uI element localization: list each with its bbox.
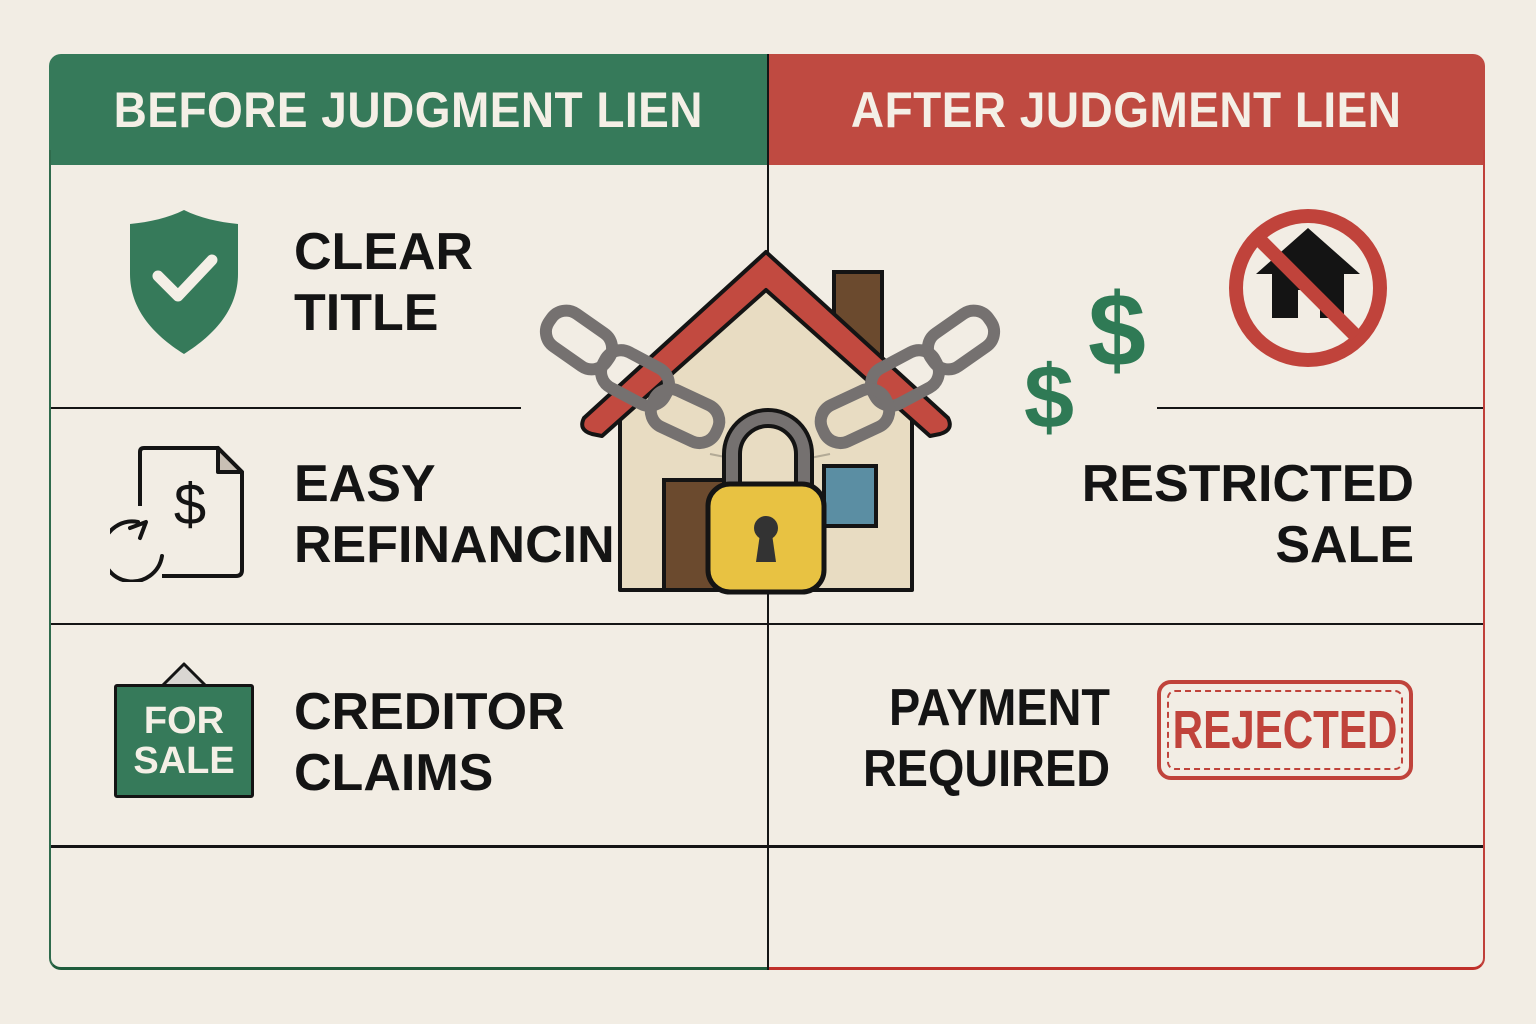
after-header: AFTER JUDGMENT LIEN bbox=[768, 54, 1485, 165]
refinance-document-icon: $ bbox=[110, 446, 244, 582]
shield-check-icon bbox=[130, 210, 238, 354]
restricted-sale-label: RESTRICTED SALE bbox=[1081, 455, 1414, 574]
clear-title-label: CLEAR TITLE bbox=[294, 223, 474, 342]
row-divider-1-right bbox=[1157, 407, 1483, 409]
stamp-dashed-border bbox=[1167, 690, 1403, 770]
for-sale-sign-icon: FOR SALE bbox=[114, 684, 254, 798]
svg-text:$: $ bbox=[174, 472, 206, 537]
after-header-title: AFTER JUDGMENT LIEN bbox=[851, 81, 1402, 138]
chained-locked-house-icon bbox=[539, 250, 1001, 595]
payment-required-label: PAYMENT REQUIRED bbox=[862, 679, 1110, 798]
dollar-sign-large: $ bbox=[1088, 273, 1146, 389]
no-house-icon bbox=[1229, 209, 1387, 367]
before-header-title: BEFORE JUDGMENT LIEN bbox=[113, 81, 704, 138]
row-divider-1-left bbox=[51, 407, 521, 409]
row-divider-2 bbox=[51, 623, 1483, 625]
row-divider-3 bbox=[51, 845, 1483, 848]
creditor-claims-label: CREDITOR CLAIMS bbox=[294, 683, 565, 802]
rejected-stamp-icon: REJECTED bbox=[1157, 680, 1413, 780]
before-header: BEFORE JUDGMENT LIEN bbox=[49, 54, 768, 165]
easy-refinancing-label: EASY REFINANCIN bbox=[294, 455, 615, 574]
dollar-sign-small: $ bbox=[1024, 348, 1075, 448]
